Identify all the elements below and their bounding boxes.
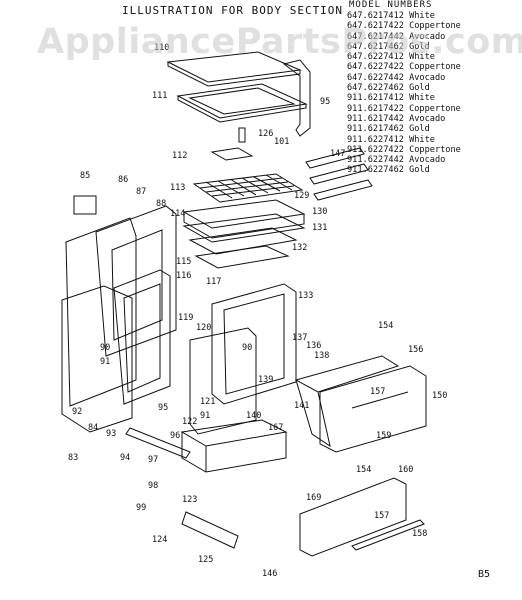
callout: 119 — [178, 313, 193, 323]
callout: 101 — [274, 137, 289, 147]
callout: 157 — [374, 511, 389, 521]
model-number: 647.6227412 White — [347, 52, 435, 63]
model-number: 911.6227442 Avocado — [347, 155, 446, 166]
model-number: 911.6217422 Coppertone — [347, 103, 461, 114]
callout: 95 — [158, 403, 168, 413]
callout: 96 — [170, 431, 180, 441]
watermark: AppliancePartsPros.com — [37, 22, 522, 62]
drawer-front-panel — [299, 477, 407, 557]
callout: 133 — [298, 291, 313, 301]
callout: 85 — [80, 171, 90, 181]
model-number: 911.6217462 Gold — [347, 124, 430, 135]
callout: 120 — [196, 323, 211, 333]
model-number: 647.6217462 Gold — [347, 41, 430, 52]
diagram-title: ILLUSTRATION FOR BODY SECTION — [122, 4, 344, 17]
callout: 158 — [412, 529, 427, 539]
callout: 154 — [378, 321, 393, 331]
callout: 129 — [294, 191, 309, 201]
oven-door-panel — [319, 365, 427, 453]
callout: 98 — [148, 481, 158, 491]
callout: 160 — [398, 465, 413, 475]
callout: 139 — [258, 375, 273, 385]
model-number: 647.6217412 White — [347, 11, 435, 21]
callout: 141 — [294, 401, 309, 411]
outer-oven-door — [294, 355, 400, 393]
model-number: 647.6227422 Coppertone — [347, 62, 461, 73]
callout: 131 — [312, 223, 327, 233]
top-frame — [282, 59, 311, 137]
callout: 116 — [176, 271, 191, 281]
callout: 123 — [182, 495, 197, 505]
callout: 95 — [320, 97, 330, 107]
callout: 90 — [100, 343, 110, 353]
model-numbers-header: MODEL NUMBERS — [349, 0, 433, 10]
callout: 138 — [314, 351, 329, 361]
callout: 87 — [136, 187, 146, 197]
model-number: 647.6217422 Coppertone — [347, 21, 461, 32]
callout: 92 — [72, 407, 82, 417]
left-side-panel — [61, 285, 133, 433]
callout: 147 — [330, 149, 345, 159]
callout: 125 — [198, 555, 213, 565]
callout: 167 — [268, 423, 283, 433]
page-code: B5 — [478, 569, 491, 580]
callout: 97 — [148, 455, 158, 465]
model-number: 911.6217442 Avocado — [347, 113, 446, 124]
callout: 132 — [292, 243, 307, 253]
kick-plate — [181, 511, 239, 549]
model-number: 911.6227422 Coppertone — [347, 144, 461, 155]
model-number: 647.6227442 Avocado — [347, 72, 446, 83]
callout: 140 — [246, 411, 261, 421]
callout: 114 — [170, 209, 185, 219]
oven-door-frame — [211, 283, 297, 405]
callout: 88 — [156, 199, 166, 209]
callout: 154 — [356, 465, 371, 475]
callout: 110 — [154, 43, 169, 53]
callout: 91 — [100, 357, 110, 367]
callout: 93 — [106, 429, 116, 439]
callout: 159 — [376, 431, 391, 441]
callout: 84 — [88, 423, 98, 433]
callout: 122 — [182, 417, 197, 427]
callout: 90 — [242, 343, 252, 353]
callout: 150 — [432, 391, 447, 401]
model-number: 647.6217442 Avocado — [347, 31, 446, 42]
callout: 130 — [312, 207, 327, 217]
callout: 91 — [200, 411, 210, 421]
callout: 124 — [152, 535, 167, 545]
callout: 99 — [136, 503, 146, 513]
callout: 112 — [172, 151, 187, 161]
callout: 94 — [120, 453, 130, 463]
callout: 169 — [306, 493, 321, 503]
callout: 157 — [370, 387, 385, 397]
callout: 83 — [68, 453, 78, 463]
callout: 156 — [408, 345, 423, 355]
model-number: 911.6217412 White — [347, 93, 435, 104]
callout: 115 — [176, 257, 191, 267]
callout: 113 — [170, 183, 185, 193]
model-number: 911.6227462 Gold — [347, 165, 430, 176]
callout: 86 — [118, 175, 128, 185]
callout: 137 — [292, 333, 307, 343]
oven-rack — [192, 173, 304, 203]
callout: 146 — [262, 569, 277, 579]
side-panel — [65, 217, 137, 407]
spring — [238, 127, 246, 143]
callout: 121 — [200, 397, 215, 407]
model-numbers-list: 647.6217412 White 647.6217422 Coppertone… — [347, 11, 461, 176]
callout: 117 — [206, 277, 221, 287]
callout: 136 — [306, 341, 321, 351]
info-plate — [73, 195, 97, 215]
callout: 111 — [152, 91, 167, 101]
callout: 126 — [258, 129, 273, 139]
model-number: 911.6227412 White — [347, 134, 435, 145]
model-number: 647.6227462 Gold — [347, 83, 430, 94]
